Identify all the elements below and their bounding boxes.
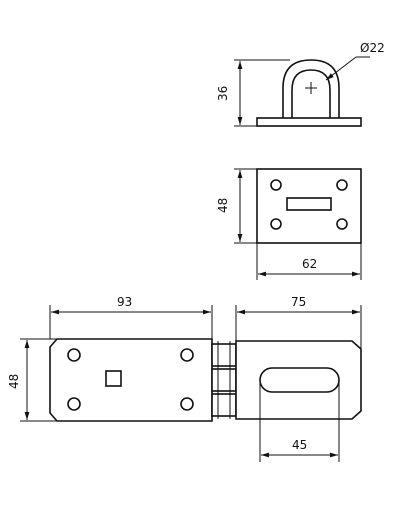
diameter-leader	[325, 56, 357, 81]
strap-width-label: 75	[291, 295, 306, 309]
hasp-square-hole	[105, 370, 122, 387]
diameter-label: Ø22	[360, 41, 385, 55]
hasp-view: 93 75 48 45	[7, 295, 362, 462]
plate-height-label: 48	[216, 198, 230, 213]
staple-hole-bl	[270, 218, 282, 230]
staple-slot	[286, 197, 332, 211]
hasp-strap	[235, 340, 362, 420]
staple-plate	[256, 168, 362, 244]
staple-loop-outer	[282, 59, 340, 118]
staple-hole-tl	[270, 179, 282, 191]
staple-hole-br	[336, 218, 348, 230]
staple-hole-tr	[336, 179, 348, 191]
staple-base-plate	[256, 117, 362, 127]
slot-length-label: 45	[292, 438, 307, 452]
hasp-height-label: 48	[7, 374, 21, 389]
hinge-knuckle-top	[211, 343, 237, 367]
hasp-slot	[259, 367, 340, 393]
hasp-hole-br	[180, 397, 194, 411]
hinge-knuckle-bottom	[211, 393, 237, 417]
hasp-hinge-plate	[49, 338, 213, 422]
staple-top-view: 48 62	[216, 168, 362, 280]
plate-width-label: 62	[302, 257, 317, 271]
hinge-width-label: 93	[117, 295, 132, 309]
staple-side-view: Ø22 36	[216, 41, 385, 127]
loop-height-label: 36	[216, 86, 230, 101]
hasp-hole-tl	[67, 348, 81, 362]
hasp-hole-tr	[180, 348, 194, 362]
hasp-hole-bl	[67, 397, 81, 411]
staple-loop-inner	[291, 69, 331, 118]
hinge-knuckle-mid	[211, 368, 237, 392]
